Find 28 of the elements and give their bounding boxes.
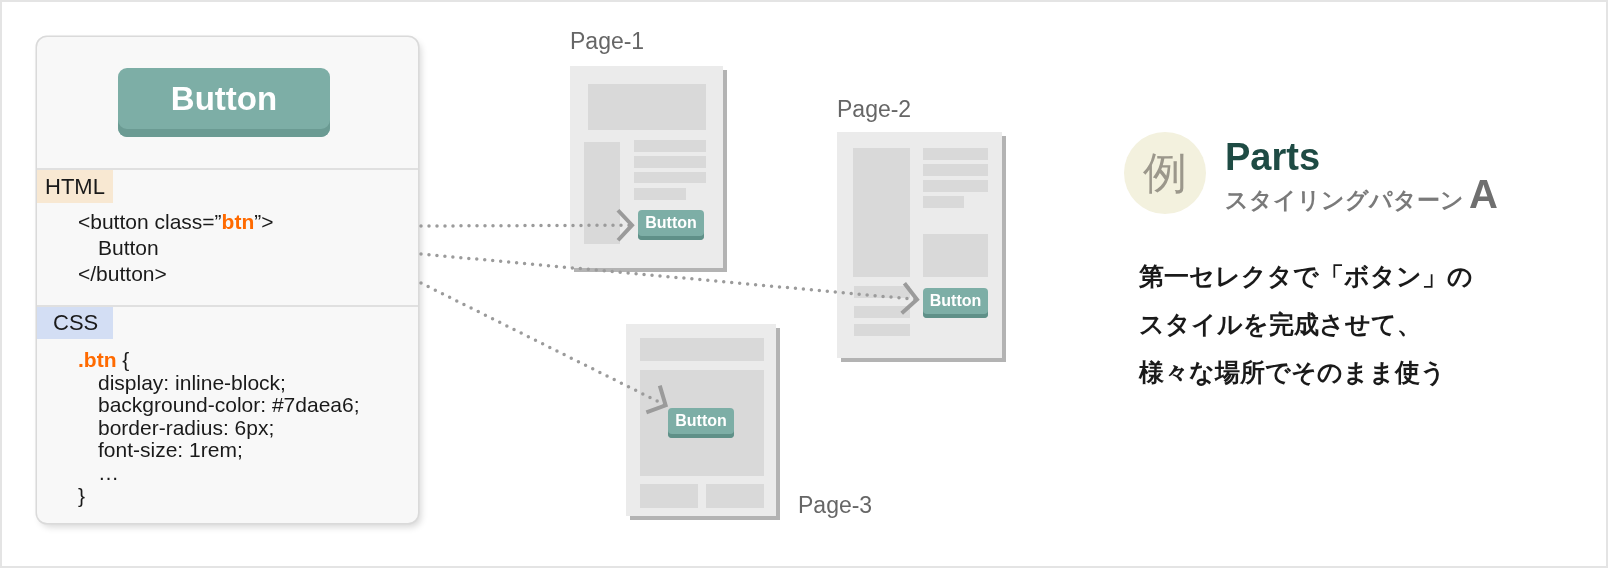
description-text: 第一セレクタで「ボタン」の — [1139, 261, 1473, 293]
arrow — [419, 252, 919, 316]
code-line: … — [98, 461, 119, 485]
code-line: </button> — [78, 262, 167, 286]
section-tag: HTML — [37, 170, 113, 203]
example-badge: 例 — [1124, 132, 1206, 214]
description-text: スタイルを完成させて、 — [1139, 309, 1422, 341]
section-tag: CSS — [37, 307, 113, 339]
arrow — [419, 281, 668, 415]
button: Button — [638, 210, 704, 240]
title: Parts — [1225, 135, 1321, 179]
code-line: font-size: 1rem; — [98, 438, 243, 463]
code-line: } — [78, 483, 85, 508]
button: Button — [923, 288, 988, 318]
code-line: border-radius: 6px; — [98, 415, 275, 440]
page-label: Page-3 — [798, 491, 873, 519]
code-card — [37, 37, 418, 523]
arrow — [419, 208, 634, 243]
button: Button — [668, 408, 734, 438]
description-text: 様々な場所でそのまま使う — [1139, 357, 1446, 389]
code-line: .btn { — [78, 348, 130, 372]
page-label: Page-1 — [570, 27, 645, 55]
button: Button — [118, 68, 330, 137]
code-line: <button class=”btn”> — [78, 210, 274, 234]
page-label: Page-2 — [837, 95, 912, 123]
code-line: display: inline-block; — [98, 370, 286, 395]
code-line: Button — [98, 236, 159, 260]
code-line: background-color: #7daea6; — [98, 393, 360, 418]
